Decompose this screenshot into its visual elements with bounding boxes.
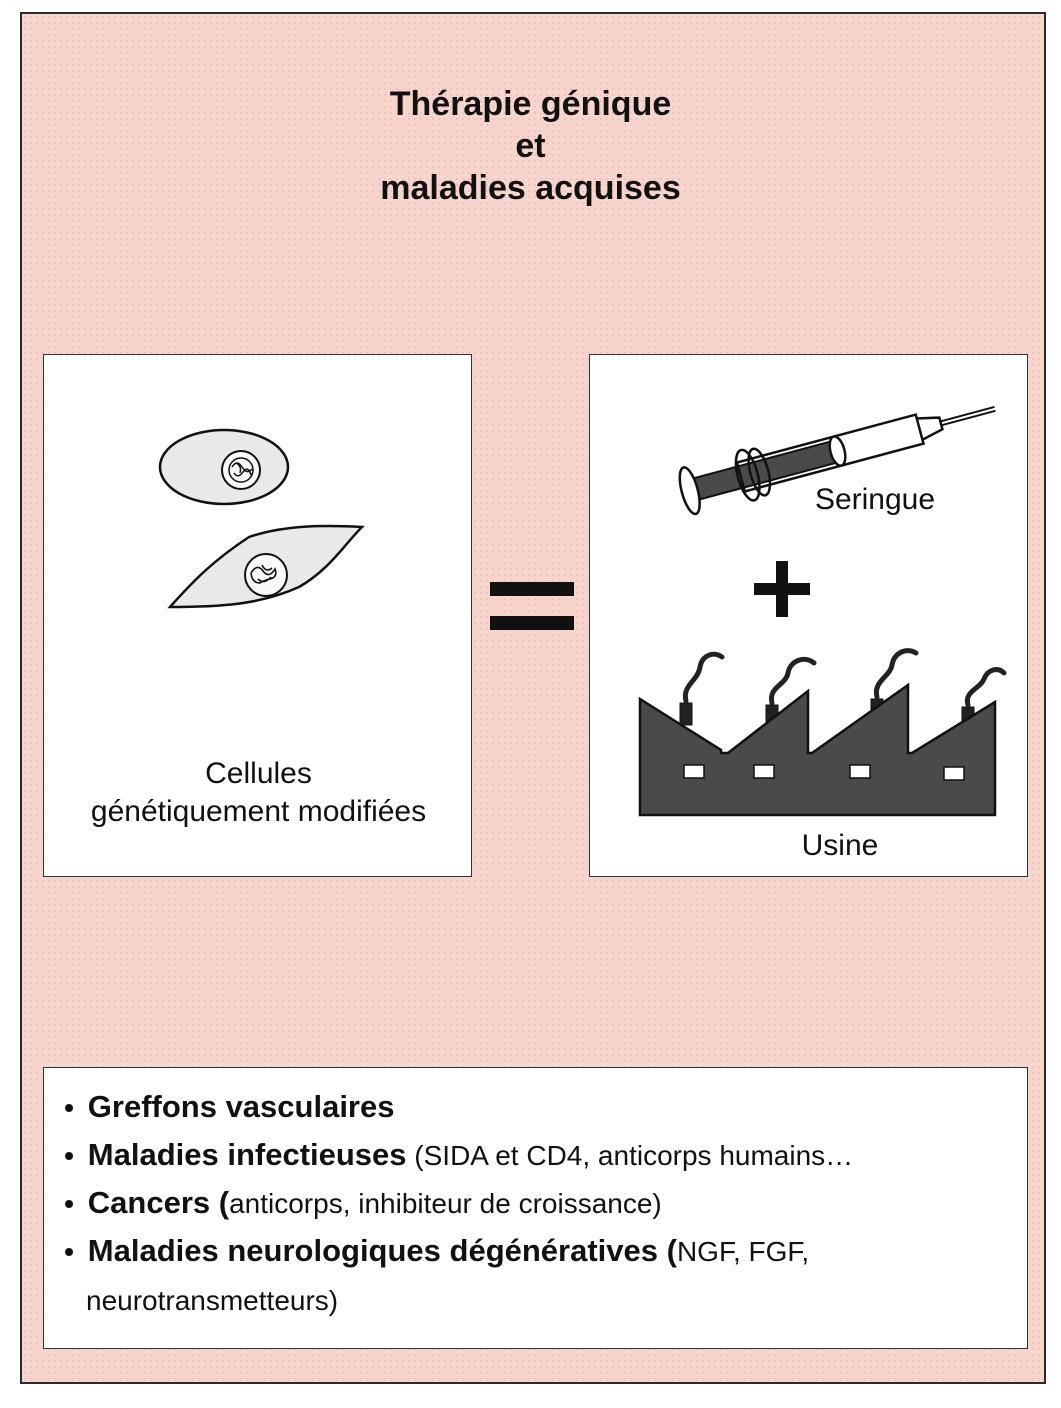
application-detail: anticorps, inhibiteur de croissance) [229, 1188, 662, 1219]
application-detail: NGF, FGF, [676, 1236, 810, 1267]
application-title: Maladies neurologiques dégénératives ( [87, 1233, 677, 1268]
cells-panel: Cellules génétiquement modifiées [43, 354, 472, 877]
cells-label-line-2: génétiquement modifiées [90, 795, 427, 828]
plus-sign-icon [754, 561, 810, 617]
applications-box: • Greffons vasculaires • Maladies infect… [43, 1067, 1028, 1349]
bullet: • [64, 1140, 74, 1171]
spindle-cell-icon [167, 524, 365, 609]
title-line-1: Thérapie génique [389, 85, 672, 123]
factory-label: Usine [801, 829, 879, 862]
syringe-icon [678, 406, 996, 516]
bullet: • [64, 1188, 74, 1219]
factory-icon [638, 561, 1007, 817]
syringe-factory-panel: Seringue Usine [589, 354, 1028, 877]
oval-cell-icon [158, 428, 290, 506]
bullet: • [64, 1236, 74, 1267]
list-item-continuation: neurotransmetteurs) [86, 1285, 339, 1316]
equals-sign-icon [490, 582, 574, 630]
syringe-label: Seringue [814, 483, 936, 516]
list-item: • Maladies neurologiques dégénératives (… [58, 1234, 809, 1269]
title-line-3: maladies acquises [380, 169, 681, 207]
list-item: • Cancers (anticorps, inhibiteur de croi… [58, 1186, 662, 1221]
application-title: Greffons vasculaires [87, 1089, 395, 1124]
bullet: • [64, 1092, 74, 1123]
application-title: Cancers ( [87, 1185, 230, 1220]
application-detail: (SIDA et CD4, anticorps humains… [406, 1140, 854, 1171]
application-title: Maladies infectieuses [87, 1137, 407, 1172]
modified-cells-illustration [158, 428, 365, 609]
list-item: • Maladies infectieuses (SIDA et CD4, an… [58, 1138, 853, 1173]
cells-label-line-1: Cellules [205, 757, 312, 790]
title-line-2: et [515, 127, 546, 165]
list-item: • Greffons vasculaires [58, 1090, 394, 1125]
